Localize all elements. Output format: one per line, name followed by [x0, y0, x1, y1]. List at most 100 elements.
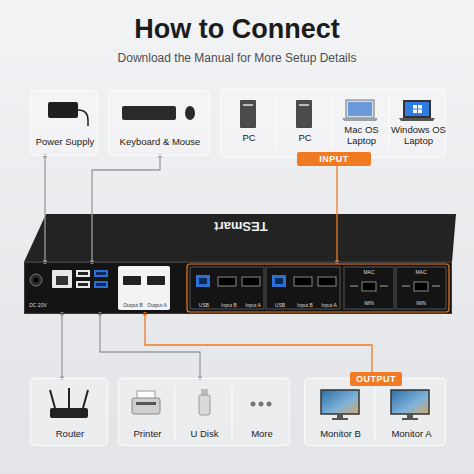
- pc-tower-icon: [296, 100, 312, 128]
- windows-logo: [413, 105, 422, 113]
- port-label: DC 20V: [27, 303, 49, 309]
- port-label: USB: [193, 303, 215, 309]
- monitor-base: [402, 418, 418, 420]
- device-label: Router: [31, 429, 109, 440]
- usb-port-hole: [78, 272, 88, 275]
- device-box: Power Supply: [30, 90, 98, 156]
- hdmi-port: [147, 276, 165, 285]
- title: How to Connect: [0, 14, 474, 45]
- keyboard-icon: [122, 106, 176, 120]
- switch-port: [414, 282, 428, 291]
- usb-port-hole: [78, 283, 88, 286]
- monitor-stand: [407, 414, 413, 418]
- switch-port: [362, 282, 376, 291]
- router-antenna: [50, 388, 88, 408]
- port-label: Input A: [317, 303, 341, 309]
- device-label: Monitor A: [376, 429, 447, 440]
- device-label: More: [233, 429, 291, 440]
- pc-tower-icon: [240, 100, 256, 128]
- port-label: WIN: [411, 301, 431, 307]
- usb3-port-hole: [96, 283, 106, 286]
- hdmi-port: [242, 277, 260, 286]
- device-label: Power Supply: [31, 137, 99, 148]
- port-label: MAC: [411, 270, 431, 276]
- connector-group: [43, 154, 374, 380]
- input-port-frame: [190, 267, 264, 309]
- connector-line: [145, 314, 372, 378]
- port-label: Input B: [217, 303, 241, 309]
- device-label: Windows OS Laptop: [390, 125, 447, 147]
- usb-b-port-hole: [199, 278, 207, 284]
- more-dot: [251, 402, 256, 407]
- connector-line: [100, 314, 200, 378]
- input-group-box: PCPCMac OS LaptopWindows OS LaptopINPUT: [220, 88, 446, 158]
- output-panel: [118, 266, 170, 310]
- input-highlight: [187, 264, 449, 312]
- usb-disk-icon: [199, 395, 210, 415]
- hdmi-port: [318, 277, 336, 286]
- device-box: Router: [30, 378, 108, 446]
- switch-port-frame: [396, 267, 446, 309]
- pc-tower-slot: [243, 104, 253, 106]
- kvm-switch: DC 20VOutput BOutput AUSBInput BInput AU…: [24, 262, 452, 314]
- laptop-base-icon: [399, 118, 435, 121]
- connector-dot: [98, 312, 102, 316]
- subtitle: Download the Manual for More Setup Detai…: [0, 52, 474, 66]
- connector-dot: [143, 312, 147, 316]
- printer-paper: [137, 391, 155, 399]
- power-cable-icon: [78, 110, 88, 126]
- port-label: USB: [269, 303, 291, 309]
- more-dot: [259, 402, 264, 407]
- port-label: Output A: [145, 303, 169, 309]
- group-badge: OUTPUT: [350, 372, 402, 386]
- monitor-base: [332, 418, 348, 420]
- device-label: Keyboard & Mouse: [109, 137, 211, 148]
- group-divider: [276, 96, 389, 150]
- hdmi-port: [123, 276, 141, 285]
- usb3-port: [94, 281, 108, 288]
- device-label: Mac OS Laptop: [333, 125, 390, 147]
- laptop-screen-icon: [403, 100, 431, 118]
- mouse-icon: [185, 106, 195, 120]
- kvm-front-panel-art: [24, 262, 452, 314]
- usb-b-port: [196, 275, 210, 287]
- device-label: PC: [277, 133, 333, 144]
- peripheral-group-box: PrinterU DiskMore: [118, 378, 290, 446]
- pc-tower-slot: [299, 104, 309, 106]
- input-port-frame: [266, 267, 340, 309]
- usb-b-port: [272, 275, 286, 287]
- power-brick-icon: [48, 102, 78, 118]
- switch-port-frame: [344, 267, 394, 309]
- usb-port: [76, 270, 90, 277]
- port-label: Input B: [293, 303, 317, 309]
- laptop-display: [348, 102, 372, 116]
- device-label: Monitor B: [305, 429, 376, 440]
- connector-line: [44, 156, 45, 262]
- hdmi-port: [218, 277, 236, 286]
- ethernet-port-hole: [56, 276, 68, 285]
- group-badge: INPUT: [297, 152, 371, 166]
- port-label: Input A: [241, 303, 265, 309]
- device-label: PC: [221, 133, 277, 144]
- switch-arrow: [350, 286, 388, 287]
- more-dot: [267, 402, 272, 407]
- connector-line: [61, 314, 62, 378]
- usb3-port-hole: [96, 272, 106, 275]
- printer-icon: [132, 398, 160, 414]
- port-label: MAC: [359, 270, 379, 276]
- printer-slot: [136, 402, 156, 405]
- hdmi-port: [294, 277, 312, 286]
- usb-port: [76, 281, 90, 288]
- laptop-screen-icon: [346, 100, 374, 118]
- connector-line: [92, 156, 160, 262]
- switch-arrow: [402, 286, 440, 287]
- monitor-stand: [337, 414, 343, 418]
- port-label: WIN: [359, 301, 379, 307]
- laptop-base-icon: [342, 118, 378, 121]
- usb-disk-plug: [201, 389, 208, 395]
- output-group-box: OUTPUTMonitor BMonitor A: [304, 378, 446, 446]
- group-divider: [175, 386, 375, 440]
